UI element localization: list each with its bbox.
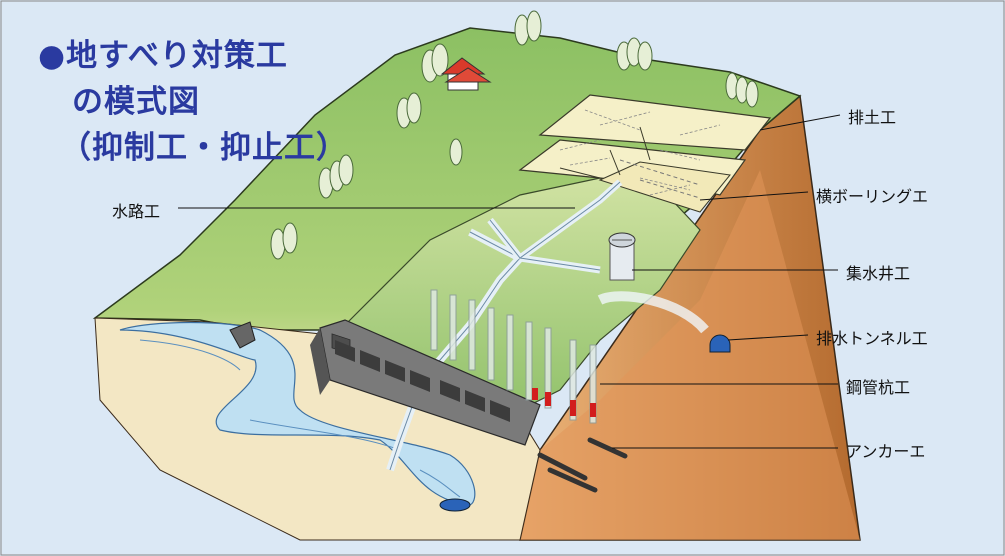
- culvert: [229, 321, 256, 349]
- trees: [270, 10, 759, 260]
- horizontal-boring-lines: [619, 159, 701, 199]
- steel-pipe-piles: [430, 289, 597, 424]
- river-ripples: [139, 339, 461, 498]
- earth-removal-terraces: [518, 94, 772, 213]
- title-bullet: ●: [38, 38, 67, 74]
- label-catchment-well: 集水井工: [846, 264, 911, 283]
- retaining-wall: [310, 319, 541, 446]
- title-line-3: （抑制工・抑止工）: [60, 130, 348, 166]
- label-drainage-channel: 水路工: [112, 202, 161, 221]
- leader-lines: [178, 114, 841, 449]
- house: [440, 57, 492, 91]
- title-line-2: の模式図: [72, 84, 200, 120]
- outlet: [439, 498, 471, 512]
- label-drainage-tunnel: 排水トンネル工: [816, 329, 928, 348]
- anchors: [537, 437, 628, 493]
- label-earth-removal: 排土工: [848, 108, 897, 127]
- title-text-1: 地すべり対策工: [66, 38, 288, 74]
- label-horizontal-boring: 横ボーリングエ: [816, 187, 929, 206]
- label-steel-pipe-pile: 鋼管杭工: [846, 378, 911, 397]
- catchment-well: [608, 232, 636, 281]
- drainage-tunnel: [597, 291, 731, 353]
- title-line-1: ●地すべり対策工: [38, 30, 288, 75]
- label-anchor: アンカーエ: [846, 442, 926, 461]
